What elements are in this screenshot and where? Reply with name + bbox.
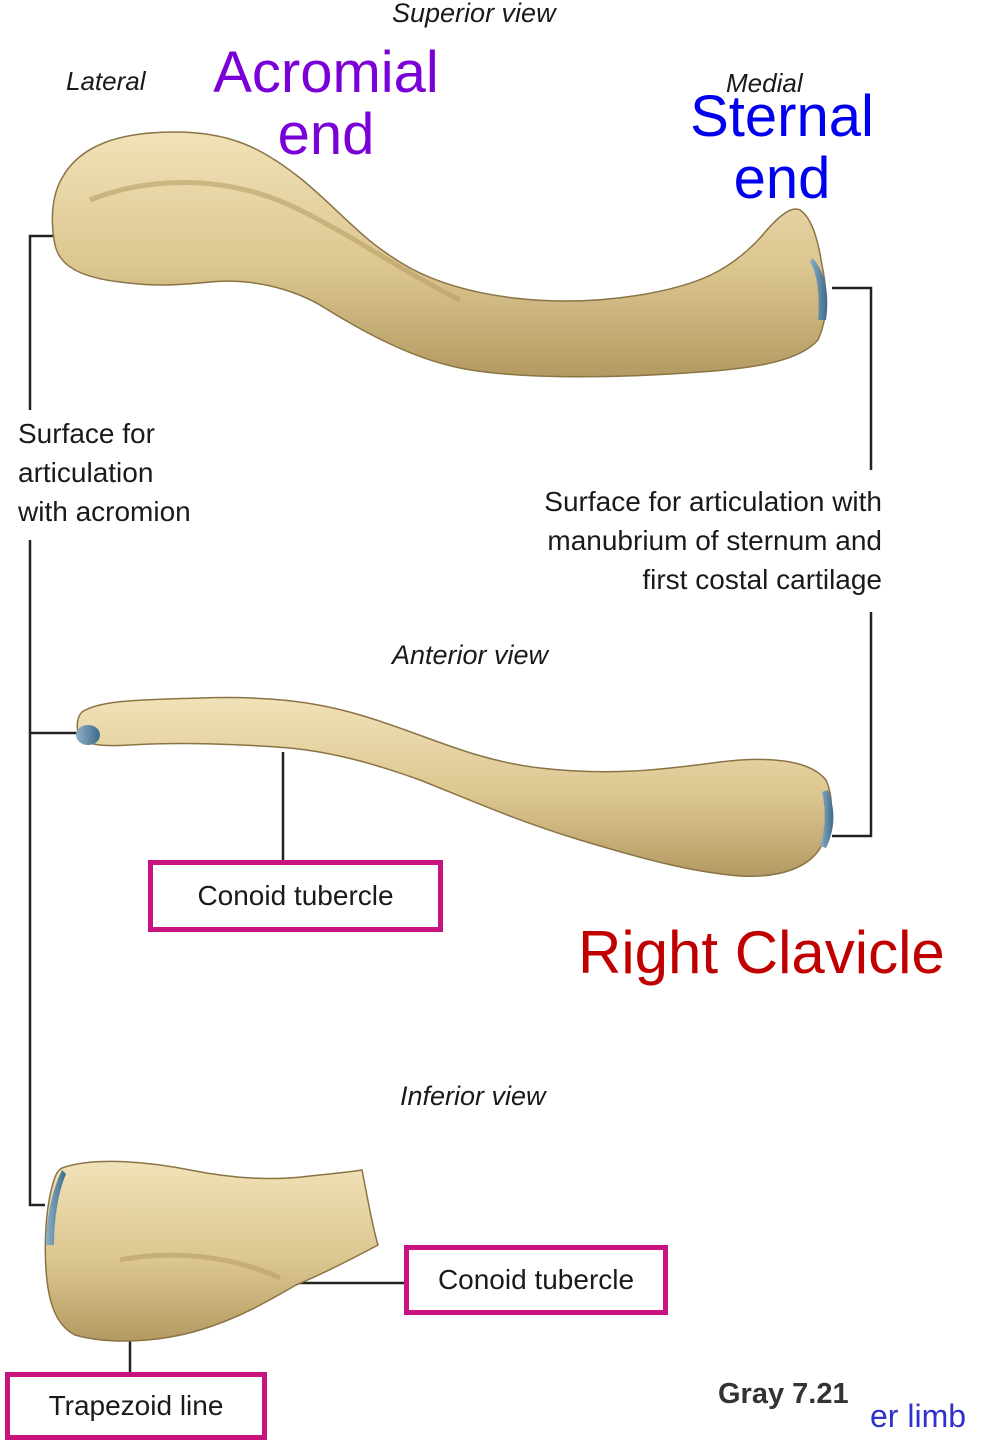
anterior-view-caption: Anterior view [392, 640, 548, 671]
sternum-surface-label: Surface for articulation with manubrium … [544, 482, 882, 599]
superior-view-caption: Superior view [392, 0, 556, 29]
sternal-end-line-2: end [678, 148, 886, 210]
figure-title: Right Clavicle [578, 918, 945, 987]
sternal-end-label: Sternal end [678, 86, 886, 210]
sternum-surface-line-2: manubrium of sternum and [544, 521, 882, 560]
leader-sternum-surface-lower [832, 612, 871, 836]
acromial-end-line-1: Acromial [198, 42, 454, 104]
conoid-tubercle-label-2: Conoid tubercle [438, 1264, 634, 1296]
acromion-surface-line-2: articulation [18, 453, 191, 492]
lateral-label: Lateral [66, 66, 146, 97]
conoid-tubercle-label-1: Conoid tubercle [197, 880, 393, 912]
acromion-surface-line-3: with acromion [18, 492, 191, 531]
conoid-tubercle-box-2: Conoid tubercle [404, 1245, 668, 1315]
trapezoid-line-label: Trapezoid line [49, 1390, 224, 1422]
leader-acromion-surface [30, 236, 62, 410]
clavicle-inferior-view [45, 1161, 378, 1341]
source-citation: Gray 7.21 [718, 1378, 849, 1411]
acromion-surface-line-1: Surface for [18, 414, 191, 453]
acromial-end-label: Acromial end [198, 42, 454, 166]
acromion-surface-label: Surface for articulation with acromion [18, 414, 191, 531]
inferior-view-caption: Inferior view [400, 1081, 546, 1112]
sternal-end-line-1: Sternal [678, 86, 886, 148]
sternum-surface-line-3: first costal cartilage [544, 560, 882, 599]
leader-sternum-surface [832, 288, 871, 470]
bone-inferior [45, 1161, 378, 1341]
acromial-end-line-2: end [198, 104, 454, 166]
bone-anterior [77, 698, 831, 877]
acromial-cap-anterior [76, 725, 100, 745]
trapezoid-line-box: Trapezoid line [5, 1372, 267, 1440]
sternum-surface-line-1: Surface for articulation with [544, 482, 882, 521]
clavicle-anterior-view [76, 698, 833, 877]
leader-acromion-surface-lower [30, 540, 45, 1205]
conoid-tubercle-box-1: Conoid tubercle [148, 860, 443, 932]
partial-caption: er limb [870, 1398, 987, 1435]
